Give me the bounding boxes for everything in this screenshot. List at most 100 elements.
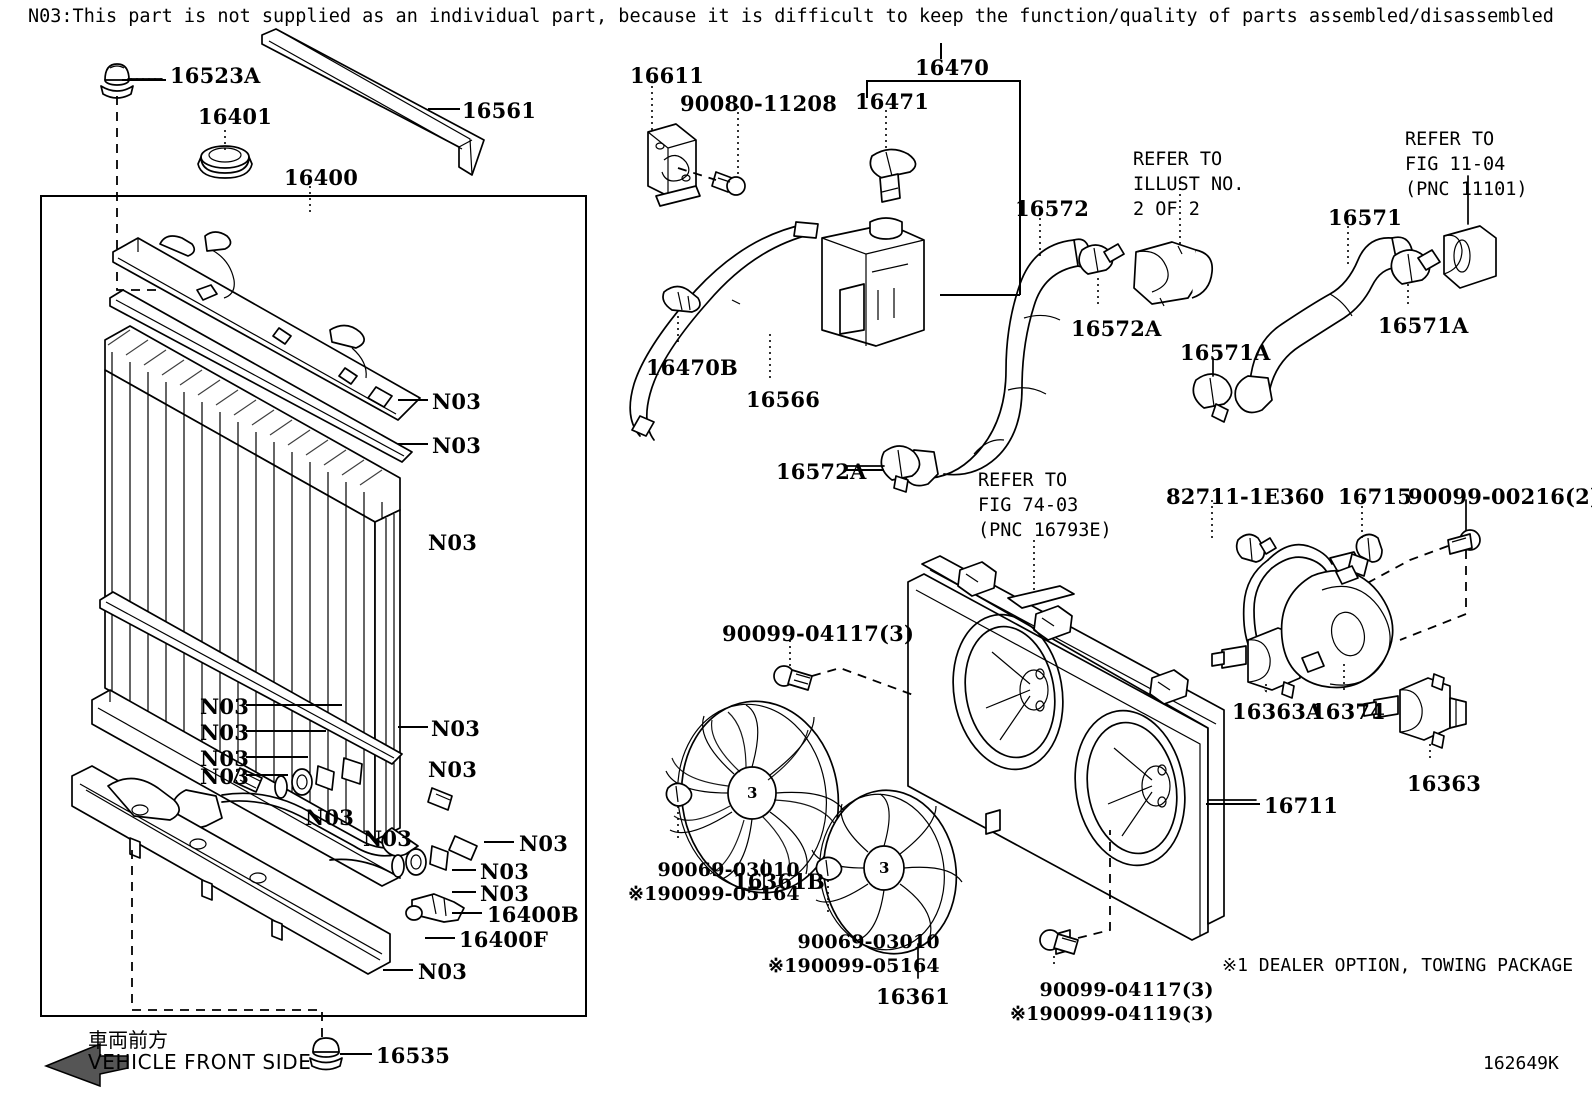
leader-16470-tick: [940, 43, 942, 59]
callout-c16363A: 16363A: [1232, 699, 1323, 724]
part-16561-strip: [262, 29, 484, 175]
leader-n03-m: [452, 869, 476, 871]
callout-c16470B: 16470B: [646, 355, 739, 380]
part-90099-00216-bolt: [1448, 530, 1480, 554]
part-90099-04117-bolt-top: [774, 666, 812, 690]
refer-line: REFER TO: [1133, 149, 1223, 170]
callout-c16572: 16572: [1015, 196, 1090, 221]
part-pnc11101-pipe: [1444, 226, 1496, 288]
refer-line: (PNC 11101): [1405, 179, 1528, 200]
multi-callout-line: ※190099-04119(3): [1010, 1003, 1214, 1025]
part-16374-cover: [1282, 566, 1393, 688]
refer-line: FIG 11-04: [1405, 154, 1506, 175]
leader-n03-d: [246, 704, 342, 706]
callout-c16611: 16611: [630, 63, 705, 88]
callout-c16400: 16400: [284, 165, 359, 190]
callout-c16571: 16571: [1328, 205, 1403, 230]
callout-c16561: 16561: [462, 98, 537, 123]
callout-c16572A_1: 16572A: [1071, 316, 1162, 341]
callout-c16400B: 16400B: [487, 902, 580, 927]
part-90069-nut-left: [666, 783, 691, 806]
callout-n03_m: N03: [480, 859, 530, 884]
bracket-16470-left: [866, 80, 868, 98]
leader-16572A-lower: [844, 469, 884, 471]
part-82711-clip: [1237, 534, 1276, 562]
callout-c90099_216: 90099-00216(2): [1408, 484, 1592, 509]
part-16571A-clip-upper: [1391, 250, 1440, 284]
callout-n03_d: N03: [200, 694, 250, 719]
leader-16400B: [452, 912, 482, 914]
part-16471-cap: [870, 149, 915, 202]
bracket-16470-bottom: [940, 294, 1020, 296]
callout-n03_a: N03: [432, 389, 482, 414]
callout-n03_c: N03: [428, 530, 478, 555]
callout-c16523A: 16523A: [170, 63, 261, 88]
part-16470B-clip: [663, 286, 700, 312]
note-n03: N03:This part is not supplied as an indi…: [28, 6, 1554, 27]
multi-callout-m_90069_1: 90069-03010※190099-05164: [628, 858, 800, 906]
part-16711-shroud: [908, 556, 1224, 954]
part-water-inlet: [1134, 242, 1212, 306]
fan-hub-label-left: 3: [747, 784, 758, 802]
multi-callout-line: ※190099-05164: [768, 955, 940, 977]
refer-line: 2 OF 2: [1133, 199, 1200, 220]
callout-c16572A_2: 16572A: [776, 459, 867, 484]
leader-16400F: [425, 937, 455, 939]
callout-n03_g: N03: [200, 764, 250, 789]
callout-n03_j: N03: [305, 805, 355, 830]
leader-16711: [1206, 803, 1260, 805]
leader-16561: [428, 108, 460, 110]
refer-line: (PNC 16793E): [978, 520, 1112, 541]
part-90099-04117-bolt-bottom: [1040, 930, 1078, 954]
part-16572A-clip-upper: [1079, 244, 1124, 274]
part-16611-bracket: [648, 124, 700, 206]
callout-c16571A_1: 16571A: [1378, 313, 1469, 338]
leader-n03-o: [383, 969, 413, 971]
refer-line: REFER TO: [1405, 129, 1495, 150]
leader-16523A: [122, 79, 166, 81]
vehicle-front-en: VEHICLE FRONT SIDE: [88, 1050, 312, 1074]
illust-code: 162649K: [1483, 1053, 1559, 1074]
callout-c16400F: 16400F: [459, 927, 549, 952]
leader-n03-l: [484, 841, 514, 843]
leader-n03-h: [398, 726, 428, 728]
multi-callout-line: ※190099-05164: [628, 883, 800, 905]
callout-c16401: 16401: [198, 104, 273, 129]
callout-c16535: 16535: [376, 1043, 451, 1068]
multi-callout-m_90069_2: 90069-03010※190099-05164: [768, 930, 940, 978]
leader-n03-n: [452, 891, 476, 893]
leader-16535: [340, 1053, 372, 1055]
callout-n03_l: N03: [519, 831, 569, 856]
callout-c16374: 16374: [1311, 699, 1386, 724]
multi-callout-line: 90069-03010: [657, 859, 800, 881]
part-16401-cap: [198, 146, 252, 178]
leader-n03-e: [246, 730, 326, 732]
leader-n03-b: [398, 443, 428, 445]
callout-n03_o: N03: [418, 959, 468, 984]
bracket-16470-top: [866, 80, 1020, 82]
callout-c82711: 82711-1E360: [1166, 484, 1325, 509]
multi-callout-m_90099_04117: 90099-04117(3)※190099-04119(3): [1010, 978, 1214, 1026]
leader-n03-f: [246, 756, 308, 758]
callout-n03_b: N03: [432, 433, 482, 458]
vehicle-front-jp: 車両前方: [88, 1028, 168, 1052]
callout-n03_f: N03: [200, 746, 250, 771]
refer-block-refer_fig1104: REFER TO FIG 11-04 (PNC 11101): [1405, 127, 1528, 202]
callout-n03_i: N03: [428, 757, 478, 782]
callout-c16471: 16471: [855, 89, 930, 114]
callout-c16715: 16715: [1338, 484, 1413, 509]
bracket-16470-right: [1019, 80, 1021, 295]
callout-c16566: 16566: [746, 387, 821, 412]
callout-n03_k: N03: [363, 826, 413, 851]
callout-c16361: 16361: [876, 984, 951, 1009]
leader-n03-a: [398, 399, 428, 401]
leader-n03-g: [246, 774, 288, 776]
callout-c16571A_2: 16571A: [1180, 340, 1271, 365]
callout-c16470: 16470: [915, 55, 990, 80]
part-16571A-clip-lower: [1193, 374, 1231, 422]
part-16523A-grommet: [101, 64, 133, 98]
part-90080-bolt: [712, 172, 745, 195]
multi-callout-line: 90099-04117(3): [1039, 979, 1214, 1001]
